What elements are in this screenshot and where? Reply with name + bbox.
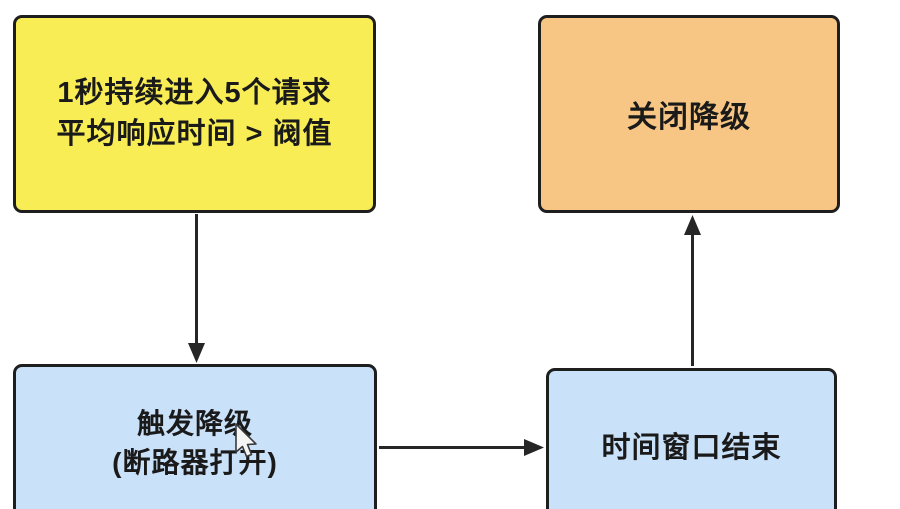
node-trigger-degrade: 触发降级 (断路器打开) bbox=[13, 364, 377, 509]
node-trigger-degrade-line1: 触发降级 bbox=[136, 408, 253, 439]
node-condition-text: 1秒持续进入5个请求 平均响应时间 > 阀值 bbox=[16, 73, 373, 155]
arrow-condition-to-trigger bbox=[188, 214, 205, 363]
node-trigger-degrade-line2: (断路器打开) bbox=[112, 447, 278, 478]
node-trigger-degrade-text: 触发降级 (断路器打开) bbox=[16, 404, 374, 482]
node-time-window-label: 时间窗口结束 bbox=[601, 432, 782, 464]
node-condition: 1秒持续进入5个请求 平均响应时间 > 阀值 bbox=[13, 15, 376, 213]
node-condition-line2: 平均响应时间 > 阀值 bbox=[56, 118, 333, 150]
node-condition-line1: 1秒持续进入5个请求 bbox=[57, 77, 332, 109]
node-close-degrade-label: 关闭降级 bbox=[627, 101, 751, 134]
node-close-degrade: 关闭降级 bbox=[538, 15, 840, 213]
arrow-trigger-to-window bbox=[379, 439, 544, 456]
node-time-window: 时间窗口结束 bbox=[546, 368, 837, 509]
arrow-window-to-close bbox=[684, 215, 701, 366]
